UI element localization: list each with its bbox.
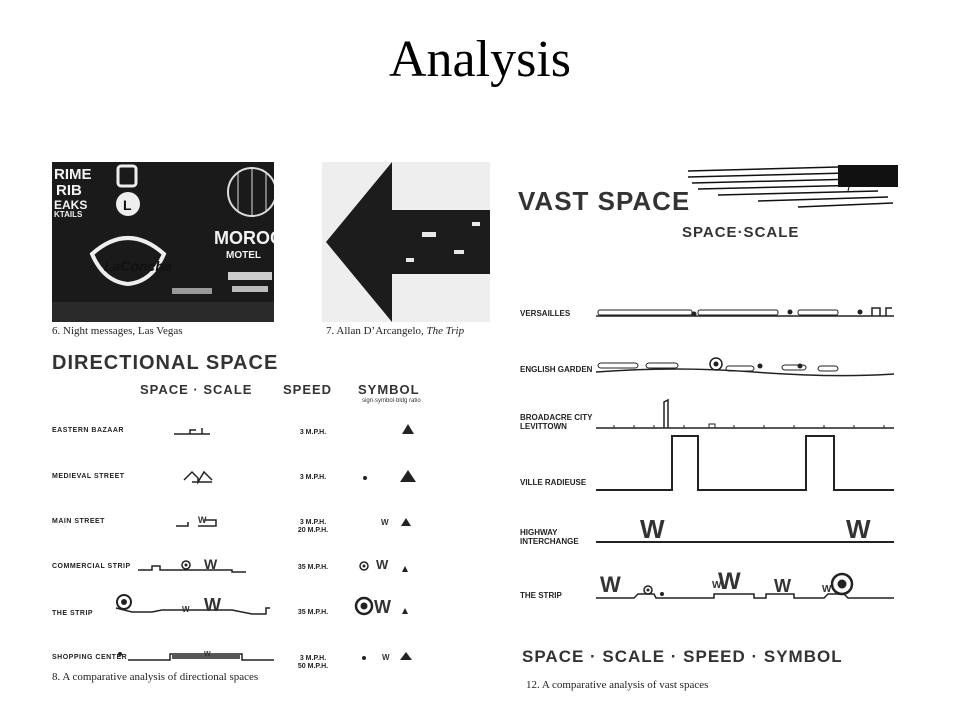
directional-space-title: DIRECTIONAL SPACE [52,352,279,374]
the-trip-caption: 7. Allan D’Arcangelo, The Trip [326,325,464,337]
directional-caption: 8. A comparative analysis of directional… [52,671,259,683]
sign-line-2: RIB [56,182,82,199]
dir-speed-main-street: 3 M.P.H. 20 M.P.H. [297,519,329,534]
vast-caption: 12. A comparative analysis of vast space… [526,679,709,691]
directional-col-space-scale: SPACE · SCALE [140,382,253,397]
slide-title: Analysis [389,31,571,88]
dir-w-commercial-strip: W [204,556,219,572]
vast-space-title: VAST SPACE [518,186,691,216]
the-trip-artwork [322,162,490,322]
vast-row-english-garden: ENGLISH GARDEN [520,365,593,374]
vast-row-ville-radieuse: VILLE RADIEUSE [520,478,587,487]
dir-row-eastern-bazaar: EASTERN BAZAAR [52,427,124,434]
dir-w-shopping-center-symbol: W [382,653,391,662]
dir-speed-medieval-street: 3 M.P.H. [299,474,327,481]
directional-diagram-drawings [115,424,416,661]
sign-motel: MOTEL [226,250,261,261]
vast-space-subtitle: SPACE·SCALE [682,224,800,241]
dir-w-main-street-symbol: W [381,518,390,527]
sign-moroc: MOROC [214,228,274,248]
vast-footer-title: SPACE · SCALE · SPEED · SYMBOL [522,647,843,666]
dir-w-commercial-strip-symbol: W [376,557,390,572]
vast-space-hatch-graphic [687,165,898,209]
vast-row-the-strip: THE STRIP [520,591,562,600]
dir-row-commercial-strip: COMMERCIAL STRIP [52,563,131,570]
vast-w-strip-4: W [774,576,792,596]
dir-speed-eastern-bazaar: 3 M.P.H. [299,429,327,436]
sign-line-3: EAKS [54,198,88,212]
las-vegas-signs-graphic: L [52,164,274,322]
vast-row-broadacre-city: BROADACRE CITY LEVITTOWN [520,413,593,431]
vast-w-strip-1: W [600,572,622,597]
dir-w-the-strip-small: W [182,605,191,614]
svg-text:L: L [123,197,132,213]
vast-w-strip-3: W [718,568,742,595]
dir-row-medieval-street: MEDIEVAL STREET [52,473,125,480]
the-trip-caption-title: The Trip [426,325,465,337]
vast-row-versailles: VERSAILLES [520,309,571,318]
vast-diagram-drawings [595,307,895,599]
vast-w-strip-2: W [712,580,723,591]
sign-line-1: RIME [54,166,92,183]
dir-w-the-strip: W [204,595,222,615]
dir-speed-commercial-strip: 35 M.P.H. [297,564,329,571]
dir-speed-shopping-center: 3 M.P.H. 50 M.P.H. [297,655,329,670]
dir-row-shopping-center: SHOPPING CENTER [52,654,128,661]
night-messages-caption: 6. Night messages, Las Vegas [52,325,183,337]
directional-col-symbol: SYMBOL [358,382,420,397]
sign-laconcha: LaConcha [104,258,172,274]
night-messages-photo: RIME RIB EAKS KTAILS L LaConcha MOROC MO… [52,162,274,322]
the-trip-caption-prefix: 7. Allan D’Arcangelo, [326,325,427,337]
dir-row-main-street: MAIN STREET [52,518,105,525]
dir-w-the-strip-symbol: W [374,597,392,617]
vast-w-strip-5: W [822,584,833,595]
sign-line-4: KTAILS [54,210,83,219]
dir-w-shopping-center: W [204,651,212,658]
dir-speed-the-strip: 35 M.P.H. [297,609,329,616]
directional-col-symbol-sub: sign·symbol·bldg ratio [362,398,421,404]
vast-row-highway-interchange: HIGHWAY INTERCHANGE [520,528,579,546]
vast-w-highway-2: W [846,514,872,544]
dir-w-main-street: W [198,515,208,525]
arrow-left-icon [326,162,490,322]
directional-col-speed: SPEED [283,382,333,397]
dir-row-the-strip: THE STRIP [52,610,94,617]
vast-w-highway-1: W [640,514,666,544]
